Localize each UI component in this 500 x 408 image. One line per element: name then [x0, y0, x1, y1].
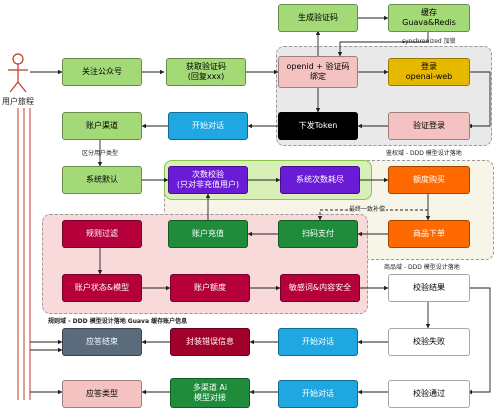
actor-figure [8, 53, 28, 93]
sys-consume-node[interactable]: 系统次数耗尽 [280, 166, 360, 194]
account-type-caption: 区分用户类型 [82, 150, 119, 157]
rule-filter-node[interactable]: 规则过滤 [62, 220, 142, 248]
start-chat-2-node[interactable]: 开始对话 [278, 328, 358, 356]
acct-quota-node[interactable]: 账户额度 [170, 274, 250, 302]
acct-status-node[interactable]: 账户状态&模型 [62, 274, 142, 302]
account-node[interactable]: 账户渠道 [62, 112, 142, 140]
start-chat-1-node[interactable]: 开始对话 [168, 112, 248, 140]
resp-type-node[interactable]: 应答类型 [62, 380, 142, 408]
token-node[interactable]: 下发Token [278, 112, 358, 140]
sync-lock-caption: synchronized 加锁 [402, 38, 456, 45]
sensitive-node[interactable]: 敏感词&内容安全 [280, 274, 360, 302]
get-code-node[interactable]: 获取验证码 (回复xxx) [166, 58, 246, 86]
follow-node[interactable]: 关注公众号 [62, 58, 142, 86]
multi-ai-node[interactable]: 多渠道 Ai 模型对接 [170, 378, 250, 408]
rule-domain-caption: 规则域 - DDD 模型设计落地 Guava 缓存账户信息 [48, 318, 188, 325]
scan-pay-node[interactable]: 扫码支付 [278, 220, 358, 248]
product-domain-caption: 商品域 - DDD 模型设计落地 [384, 264, 460, 271]
buy-quota-node[interactable]: 额度购买 [388, 166, 470, 194]
recharge-node[interactable]: 账户充值 [168, 220, 248, 248]
gen-code-node[interactable]: 生成验证码 [278, 4, 358, 32]
wrap-err-node[interactable]: 封装错误信息 [170, 328, 250, 356]
sys-default-node[interactable]: 系统默认 [62, 166, 142, 194]
start-chat-3-node[interactable]: 开始对话 [278, 380, 358, 408]
verify-login-node[interactable]: 验证登录 [388, 112, 470, 140]
cache-node[interactable]: 缓存 Guava&Redis [388, 4, 470, 32]
auth-domain-caption: 鉴权域 - DDD 模型设计落地 [386, 150, 462, 157]
count-check-node[interactable]: 次数校验 (只对非充值用户) [168, 166, 248, 194]
check-pass-node[interactable]: 校验通过 [388, 380, 470, 408]
actor-label: 用户旅程 [2, 97, 34, 106]
login-node[interactable]: 登录 openai-web [388, 58, 470, 86]
check-fail-node[interactable]: 校验失败 [388, 328, 470, 356]
bind-node[interactable]: openid + 验证码 绑定 [278, 56, 358, 88]
resp-end-node[interactable]: 应答结束 [62, 328, 142, 356]
final-consistency-caption: 最终一致补偿 [348, 204, 387, 213]
check-result-node[interactable]: 校验结果 [388, 274, 470, 302]
order-node[interactable]: 商品下单 [388, 220, 470, 248]
